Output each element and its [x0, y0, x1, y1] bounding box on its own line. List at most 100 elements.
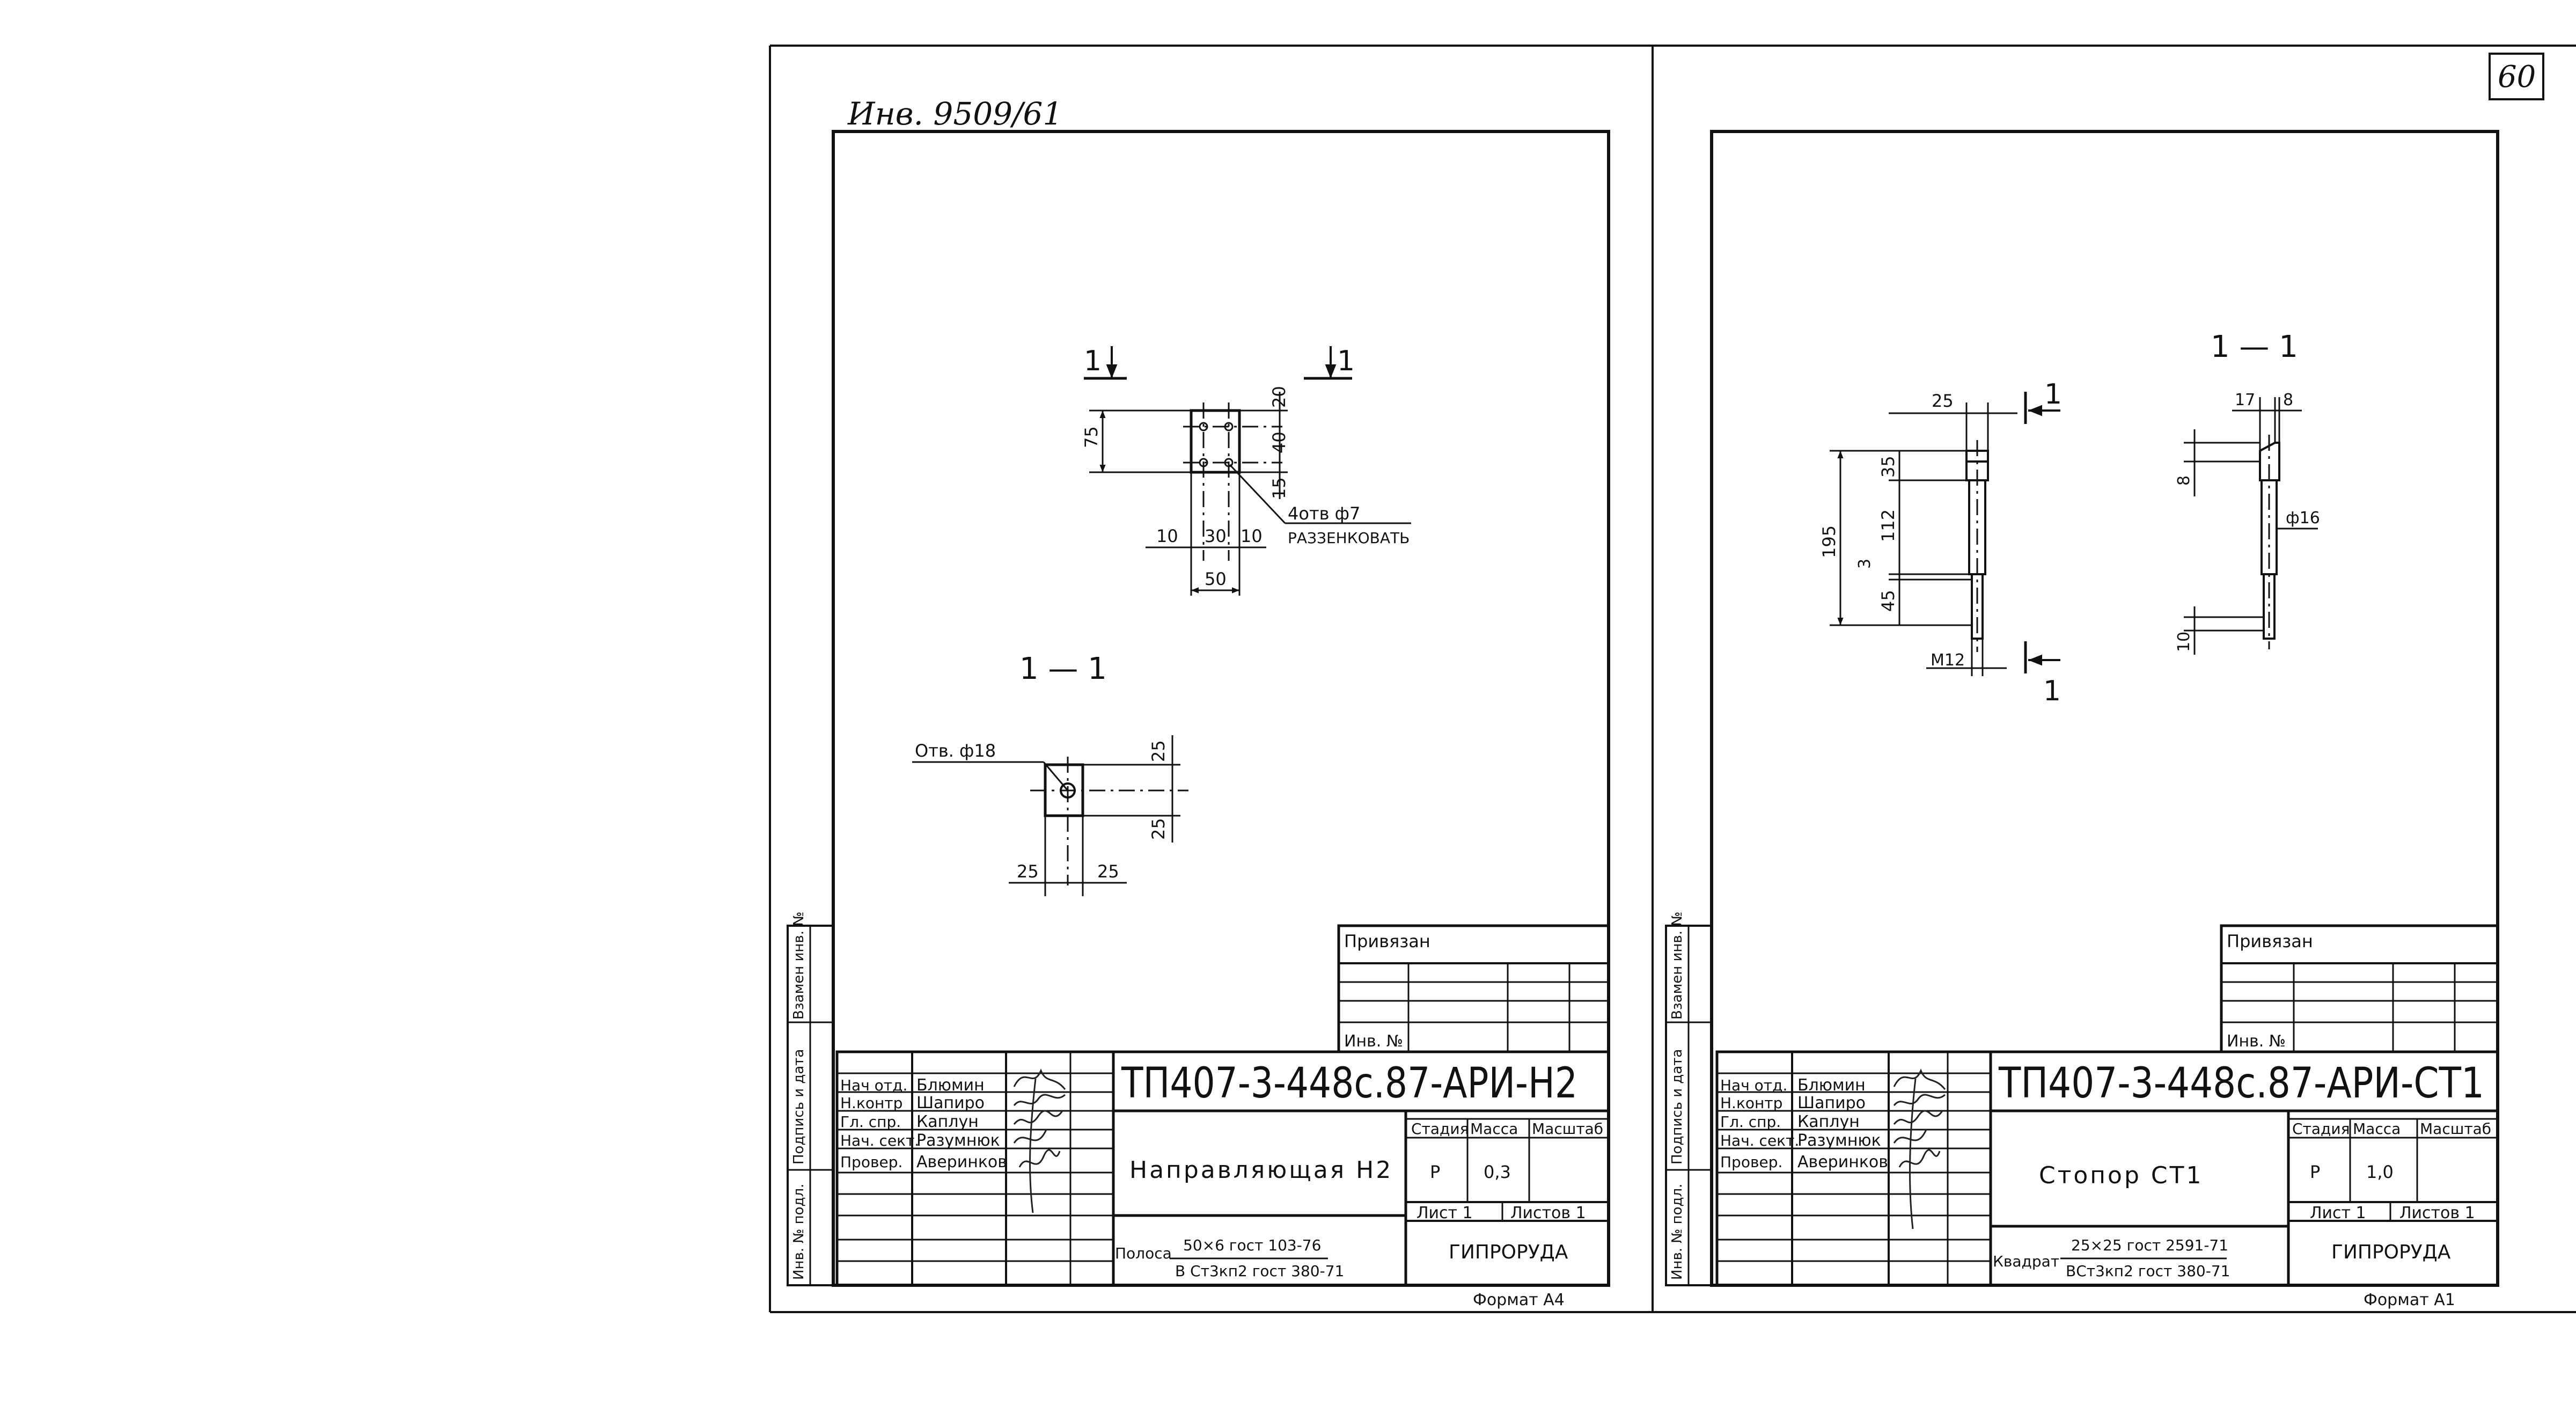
hole-note: 4отв ф7	[1288, 503, 1360, 524]
name-label: Аверинков	[916, 1153, 1007, 1171]
dim-gap-3: 3	[1855, 559, 1874, 569]
signature-image	[1013, 1068, 1066, 1213]
organization: ГИПРОРУДА	[2331, 1241, 2451, 1263]
material-spec-bottom: В Ст3кп2 гост 380-71	[1175, 1262, 1344, 1280]
dim-hole-span-30: 30	[1205, 526, 1227, 546]
archive-number: Инв. 9509/61	[847, 96, 1062, 132]
dim-top-20: 20	[1269, 386, 1289, 408]
material-spec-bottom: ВСт3кп2 гост 380-71	[2066, 1262, 2230, 1280]
stage-value: Р	[1430, 1162, 1440, 1182]
dim-section-top-25: 25	[1148, 740, 1169, 762]
name-label: Аверинков	[1797, 1153, 1888, 1171]
plate-outline	[1190, 409, 1241, 474]
stage-value: Р	[2310, 1162, 2320, 1182]
stopper-front-view: 25 1 1 195 35 112 3 45 М12	[1819, 378, 2062, 707]
name-label: Каплун	[1797, 1112, 1860, 1131]
dim-thread-m12: М12	[1931, 651, 1965, 670]
name-label: Шапиро	[916, 1094, 985, 1112]
name-label: Каплун	[916, 1112, 979, 1131]
sheet-number: Лист 1	[2310, 1204, 2366, 1222]
stopper-side-view: 1 — 1 17 8 8 ф16 10	[2175, 329, 2320, 655]
section-hole-note: Отв. ф18	[915, 741, 996, 761]
dim-edge-right-10: 10	[1241, 526, 1263, 546]
name-label: Разумнюк	[916, 1131, 1000, 1150]
hole-note-countersink: РАЗЗЕНКОВАТЬ	[1288, 529, 1410, 547]
stage-header: Стадия	[1411, 1120, 1469, 1138]
right-privyazan-box: Привязан Инв. №	[2220, 924, 2499, 1053]
role-label: Провер.	[840, 1153, 902, 1171]
stage-header: Стадия	[2292, 1120, 2350, 1138]
name-label: Разумнюк	[1797, 1131, 1881, 1150]
left-title-block: Нач отд. Н.контр Гл. спр. Нач. сект. Про…	[835, 1050, 1610, 1309]
dim-side-8-top: 8	[2283, 391, 2293, 409]
stamp-replace-inv: Взамен инв. №	[1669, 912, 1685, 1020]
mass-value: 1,0	[2366, 1162, 2394, 1182]
role-label: Нач отд.	[1720, 1077, 1787, 1094]
outer-frame	[769, 45, 2576, 1313]
cut-label-top: 1	[2044, 378, 2062, 411]
mass-header: Масса	[1470, 1120, 1518, 1138]
sheet-format: Формат А4	[1473, 1291, 1565, 1309]
role-label: Гл. спр.	[1720, 1113, 1781, 1131]
signature-image	[1893, 1068, 1946, 1229]
role-label: Гл. спр.	[840, 1113, 901, 1131]
dim-diameter-16: ф16	[2286, 509, 2320, 528]
sheet-format: Формат А1	[2364, 1291, 2455, 1309]
material-label: Полоса	[1115, 1244, 1172, 1262]
dim-width-25: 25	[1932, 391, 1954, 411]
privyazan-label: Привязан	[1344, 931, 1430, 951]
right-side-stamps: Взамен инв. № Подпись и дата Инв. № подл…	[1665, 912, 1713, 1286]
part-name: Направляющая Н2	[1129, 1156, 1393, 1184]
left-side-stamps: Взамен инв. № Подпись и дата Инв. № подл…	[787, 912, 834, 1286]
dim-width-50: 50	[1205, 569, 1227, 589]
stamp-replace-inv: Взамен инв. №	[791, 912, 807, 1020]
inv-no-label: Инв. №	[2227, 1032, 2286, 1051]
cut-label-left: 1	[1084, 345, 1102, 377]
stamp-sign-date: Подпись и дата	[1669, 1049, 1685, 1165]
section-title: 1 — 1	[1019, 651, 1107, 686]
role-label: Нач. сект.	[1720, 1132, 1799, 1149]
mass-value: 0,3	[1484, 1162, 1511, 1182]
role-label: Нач. сект.	[840, 1132, 919, 1149]
scale-header: Масштаб	[1532, 1120, 1603, 1138]
sheets-total: Листов 1	[2399, 1204, 2475, 1222]
left-privyazan-box: Привязан Инв. №	[1337, 924, 1610, 1053]
role-label: Провер.	[1720, 1153, 1782, 1171]
dim-section-left-25: 25	[1017, 861, 1039, 882]
cut-label-bottom: 1	[2043, 675, 2061, 707]
inv-no-label: Инв. №	[1344, 1032, 1403, 1051]
dim-side-10: 10	[2175, 632, 2193, 652]
role-label: Нач отд.	[840, 1077, 907, 1094]
dim-section-bottom-25: 25	[1148, 818, 1169, 840]
sheets-total: Листов 1	[1510, 1204, 1586, 1222]
dim-bottom-15: 15	[1269, 477, 1289, 499]
name-label: Шапиро	[1797, 1094, 1866, 1112]
stopper-head-side	[2259, 442, 2280, 481]
page-number-box	[2489, 53, 2544, 100]
plate-section-view: 1 — 1 Отв. ф18 25 25 25 25	[912, 651, 1188, 896]
stamp-inv-original: Инв. № подл.	[791, 1184, 807, 1280]
dim-head-35: 35	[1878, 456, 1898, 478]
dim-thread-45: 45	[1878, 590, 1898, 612]
cut-label-right: 1	[1337, 345, 1355, 377]
material-spec-top: 50×6 гост 103-76	[1183, 1236, 1321, 1254]
name-label: Блюмин	[916, 1076, 985, 1095]
organization: ГИПРОРУДА	[1449, 1241, 1568, 1263]
dim-total-195: 195	[1819, 525, 1839, 558]
right-title-block: Нач отд. Н.контр Гл. спр. Нач. сект. Про…	[1715, 1050, 2499, 1309]
dim-section-right-25: 25	[1097, 861, 1119, 882]
privyazan-label: Привязан	[2227, 931, 2313, 951]
material-spec-top: 25×25 гост 2591-71	[2071, 1236, 2228, 1254]
stamp-inv-original: Инв. № подл.	[1669, 1184, 1685, 1280]
part-name: Стопор СТ1	[2039, 1162, 2203, 1189]
left-sheet: Инв. 9509/61 Взамен инв. № Подпись и дат…	[787, 96, 1610, 1309]
sheet-number: Лист 1	[1417, 1204, 1473, 1222]
dim-height-75: 75	[1081, 426, 1102, 448]
section-title: 1 — 1	[2211, 329, 2298, 364]
dim-side-8: 8	[2175, 475, 2193, 486]
role-label: Н.контр	[840, 1094, 902, 1112]
plate-top-view: 1 1 75 20 40 15	[1081, 345, 1411, 596]
dim-edge-left-10: 10	[1156, 526, 1178, 546]
right-sheet: 60 Взамен инв. № Подпись и дата Инв. № п…	[1665, 53, 2544, 1309]
